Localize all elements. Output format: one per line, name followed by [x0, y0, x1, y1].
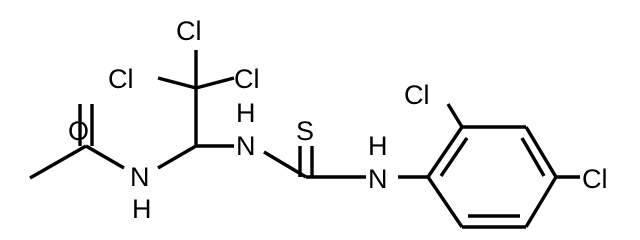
bond-carbonyl-nh: [85, 144, 125, 170]
ring-bond-4: [524, 176, 558, 228]
ring-bond-1-inner: [439, 137, 469, 177]
bond-ring-cl-ortho: [446, 103, 464, 128]
amide-hydrogen-label: H: [132, 194, 152, 224]
bond-ccl3-cl-left: [157, 76, 197, 90]
bond-ccl3-cl-right: [195, 76, 235, 90]
oxygen-label: O: [68, 116, 89, 146]
ring-bond-3-inner: [520, 137, 546, 177]
ring-bond-3: [524, 126, 558, 178]
bond-methyl-carbonyl: [29, 144, 87, 180]
chlorine-left-label: Cl: [108, 64, 134, 94]
amide-nitrogen-label: N: [130, 162, 150, 192]
chlorine-right-label: Cl: [234, 64, 260, 94]
sulfur-label: S: [296, 116, 314, 146]
ring-bond-1: [426, 126, 464, 178]
bond-nh-methine: [157, 144, 197, 170]
chlorine-para-label: Cl: [582, 164, 608, 194]
chlorine-ortho-label: Cl: [404, 80, 430, 110]
ring-bond-6: [426, 176, 464, 228]
atom-labels: O N H Cl Cl Cl H N S H N Cl Cl: [68, 16, 608, 224]
thiourea-hydrogen-1-label: H: [236, 98, 256, 128]
bonds: [29, 50, 580, 229]
chlorine-top-label: Cl: [176, 16, 202, 46]
thiourea-nitrogen-1-label: N: [236, 131, 256, 161]
thiourea-hydrogen-2-label: H: [368, 131, 388, 161]
thiourea-nitrogen-2-label: N: [368, 164, 388, 194]
